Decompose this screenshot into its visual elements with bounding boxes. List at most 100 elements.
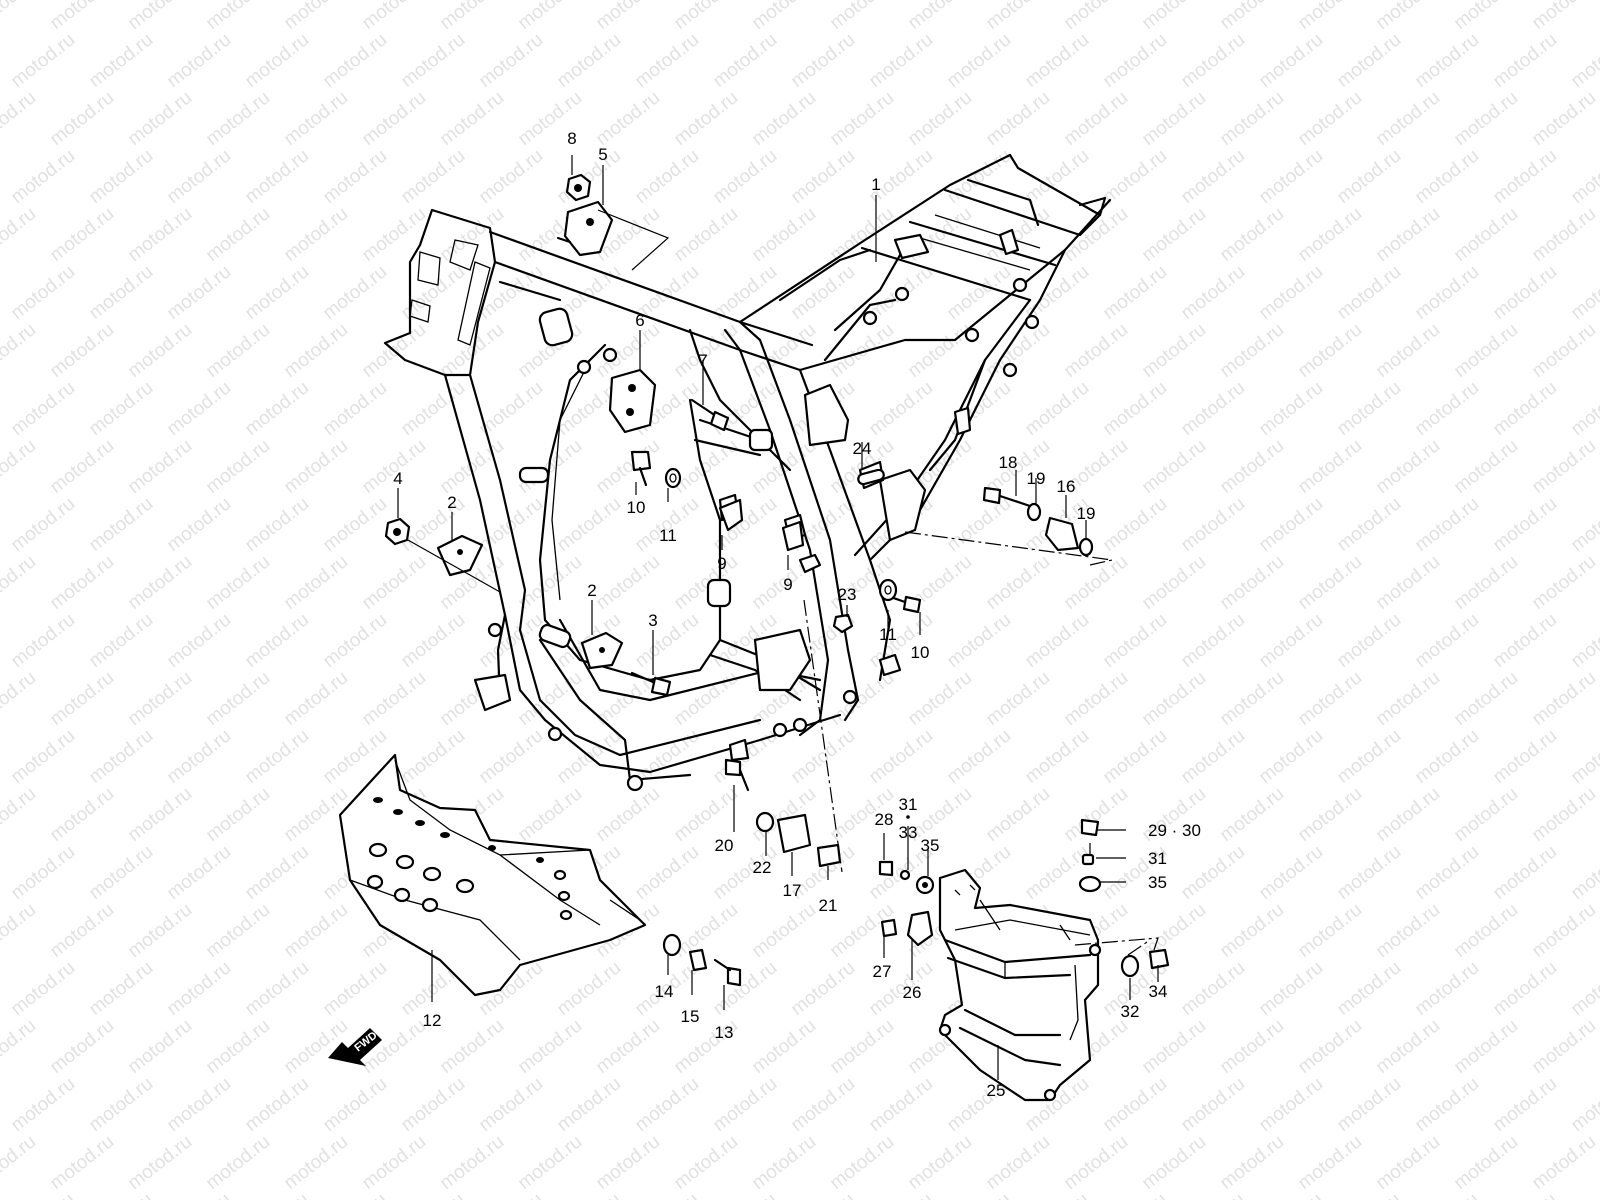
watermark-text: motod.ru — [553, 29, 625, 92]
watermark-text: motod.ru — [1489, 493, 1561, 556]
watermark-text: motod.ru — [7, 725, 79, 788]
watermark-text: motod.ru — [1450, 203, 1522, 266]
watermark-text: motod.ru — [1294, 899, 1366, 962]
watermark-text: motod.ru — [0, 0, 40, 34]
watermark-text: motod.ru — [1177, 1189, 1249, 1200]
watermark-text: motod.ru — [709, 145, 781, 208]
watermark-text: motod.ru — [7, 29, 79, 92]
watermark-text: motod.ru — [0, 203, 40, 266]
watermark-text: motod.ru — [397, 1073, 469, 1136]
skid-plate-drawing — [338, 753, 647, 997]
watermark-text: motod.ru — [1177, 957, 1249, 1020]
watermark-text: motod.ru — [475, 1073, 547, 1136]
watermark-text: motod.ru — [475, 725, 547, 788]
watermark-text: motod.ru — [7, 609, 79, 672]
part-label: 15 — [681, 1007, 700, 1026]
watermark-text: motod.ru — [85, 377, 157, 440]
watermark-text: motod.ru — [358, 667, 430, 730]
watermark-text: motod.ru — [1372, 203, 1444, 266]
watermark-text: motod.ru — [1255, 377, 1327, 440]
watermark-text: motod.ru — [748, 203, 820, 266]
watermark-text: motod.ru — [670, 551, 742, 614]
watermark-text: motod.ru — [7, 841, 79, 904]
watermark-text: motod.ru — [1333, 1073, 1405, 1136]
watermark-text: motod.ru — [436, 87, 508, 150]
part-label: 2 — [447, 493, 456, 512]
watermark-text: motod.ru — [85, 29, 157, 92]
watermark-text: motod.ru — [202, 1131, 274, 1194]
watermark-text: motod.ru — [1450, 319, 1522, 382]
watermark-text: motod.ru — [1567, 609, 1600, 672]
watermark-text: motod.ru — [1177, 493, 1249, 556]
watermark-text: motod.ru — [943, 493, 1015, 556]
watermark-text: motod.ru — [826, 667, 898, 730]
watermark-text: motod.ru — [1528, 87, 1600, 150]
watermark-text: motod.ru — [241, 145, 313, 208]
watermark-text: motod.ru — [1333, 725, 1405, 788]
watermark-text: motod.ru — [241, 725, 313, 788]
watermark-text: motod.ru — [0, 1015, 40, 1078]
watermark-text: motod.ru — [280, 899, 352, 962]
watermark-text: motod.ru — [1060, 87, 1132, 150]
part-label: 10 — [627, 498, 646, 517]
watermark-text: motod.ru — [7, 1189, 79, 1200]
watermark-text: motod.ru — [397, 725, 469, 788]
watermark-text: motod.ru — [280, 203, 352, 266]
watermark-text: motod.ru — [943, 377, 1015, 440]
watermark-text: motod.ru — [202, 319, 274, 382]
part-label: 26 — [903, 983, 922, 1002]
watermark-text: motod.ru — [670, 667, 742, 730]
watermark-text: motod.ru — [1021, 377, 1093, 440]
part-label: 5 — [598, 145, 607, 164]
watermark-text: motod.ru — [1528, 319, 1600, 382]
watermark-text: motod.ru — [1450, 783, 1522, 846]
frame-drawing — [383, 153, 1112, 792]
watermark-text: motod.ru — [1567, 957, 1600, 1020]
watermark-text: motod.ru — [1333, 145, 1405, 208]
part-label: 13 — [715, 1023, 734, 1042]
watermark-text: motod.ru — [787, 957, 859, 1020]
watermark-text: motod.ru — [1138, 899, 1210, 962]
watermark-text: motod.ru — [0, 725, 1, 788]
watermark-text: motod.ru — [241, 377, 313, 440]
watermark-text: motod.ru — [1099, 493, 1171, 556]
watermark-text: motod.ru — [7, 493, 79, 556]
watermark-text: motod.ru — [124, 319, 196, 382]
watermark-text: motod.ru — [358, 435, 430, 498]
watermark-text: motod.ru — [592, 1131, 664, 1194]
watermark-text: motod.ru — [1255, 609, 1327, 672]
battery-box-drawing — [938, 868, 1102, 1102]
watermark-text: motod.ru — [0, 435, 40, 498]
watermark-text: motod.ru — [124, 435, 196, 498]
watermark-text: motod.ru — [904, 319, 976, 382]
watermark-text: motod.ru — [943, 1189, 1015, 1200]
watermark-text: motod.ru — [0, 29, 1, 92]
watermark-text: motod.ru — [1528, 783, 1600, 846]
watermark-text: motod.ru — [280, 667, 352, 730]
part-label: 22 — [753, 858, 772, 877]
watermark-text: motod.ru — [1099, 29, 1171, 92]
watermark-text: motod.ru — [592, 435, 664, 498]
watermark-text: motod.ru — [319, 29, 391, 92]
watermark-text: motod.ru — [709, 29, 781, 92]
watermark-text: motod.ru — [163, 261, 235, 324]
part-label: 35 — [1148, 873, 1167, 892]
watermark-text: motod.ru — [670, 87, 742, 150]
watermark-text: motod.ru — [0, 1131, 40, 1194]
watermark-text: motod.ru — [1411, 725, 1483, 788]
watermark-text: motod.ru — [1528, 1015, 1600, 1078]
watermark-text: motod.ru — [280, 551, 352, 614]
watermark-text: motod.ru — [787, 1073, 859, 1136]
part-label: 31 — [1148, 849, 1167, 868]
part-label: 2 — [587, 581, 596, 600]
watermark-text: motod.ru — [1060, 667, 1132, 730]
watermark-text: motod.ru — [280, 1131, 352, 1194]
watermark-text: motod.ru — [1294, 783, 1366, 846]
watermark-text: motod.ru — [0, 957, 1, 1020]
watermark-text: motod.ru — [514, 0, 586, 34]
watermark-text: motod.ru — [1255, 1073, 1327, 1136]
watermark-text: motod.ru — [202, 87, 274, 150]
watermark-text: motod.ru — [943, 609, 1015, 672]
watermark-text: motod.ru — [1216, 203, 1288, 266]
